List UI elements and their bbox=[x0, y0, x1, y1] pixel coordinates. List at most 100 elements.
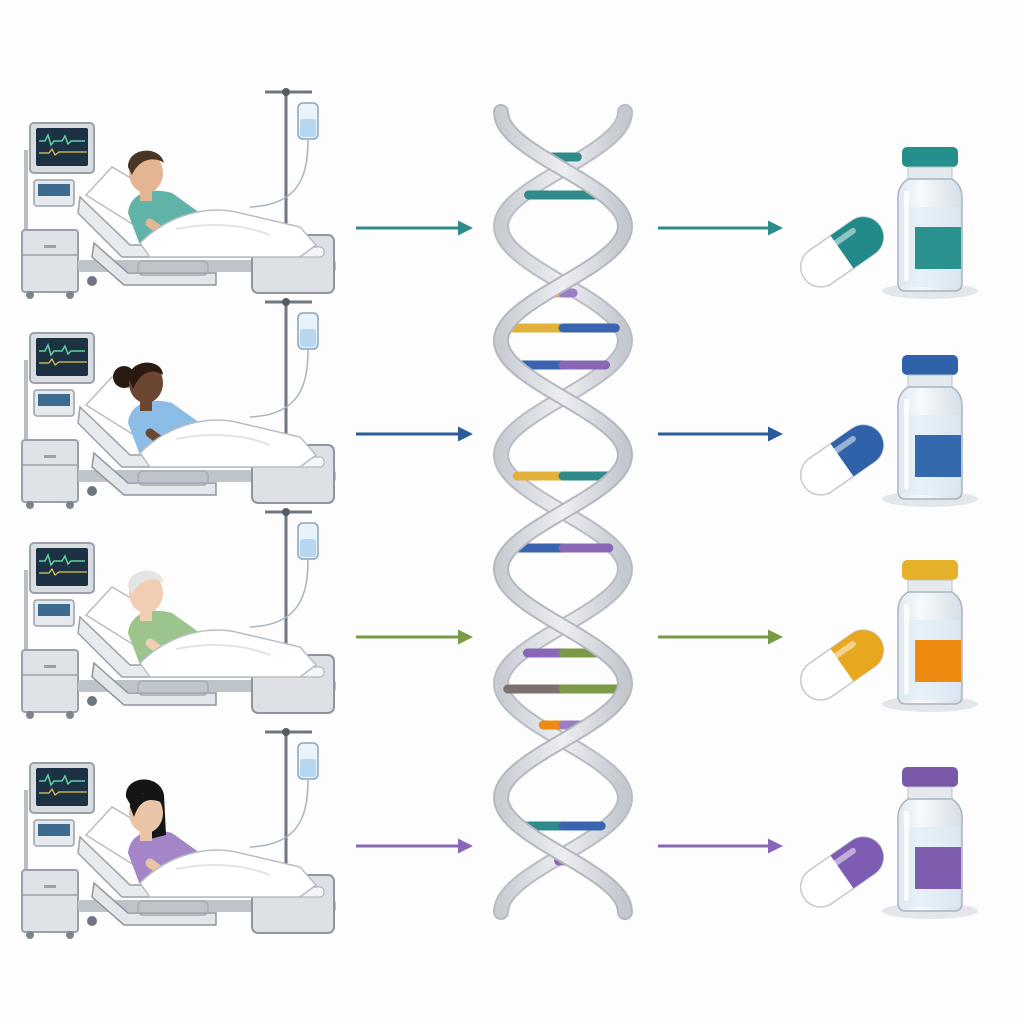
cart-handle bbox=[44, 455, 56, 458]
iv-tube bbox=[249, 558, 309, 628]
ecg-trace bbox=[39, 342, 85, 357]
blanket-fold bbox=[175, 864, 271, 876]
pulse-trace bbox=[39, 787, 87, 796]
iv-tube bbox=[249, 348, 309, 418]
pulse-trace bbox=[39, 357, 87, 366]
iv-fluid bbox=[300, 119, 316, 137]
cart-wheel bbox=[26, 931, 34, 939]
cart-wheel bbox=[26, 291, 34, 299]
iv-pole-knob bbox=[282, 298, 290, 306]
pump-display bbox=[38, 394, 70, 406]
blanket bbox=[139, 849, 318, 898]
blanket-fold bbox=[175, 644, 271, 656]
pump-display bbox=[38, 604, 70, 616]
cart-cabinet bbox=[21, 439, 79, 503]
iv-fluid bbox=[300, 539, 316, 557]
rail-bars bbox=[137, 260, 209, 276]
blanket bbox=[139, 419, 318, 468]
bed-wheel bbox=[87, 916, 97, 926]
capsule-cap bbox=[830, 837, 884, 889]
cart-wheel bbox=[66, 291, 74, 299]
capsule-icon-purple bbox=[799, 836, 885, 908]
dna-backbone-right bbox=[494, 106, 632, 918]
patient-figure bbox=[113, 362, 318, 468]
capsule-icon-blue bbox=[799, 424, 885, 496]
patient-figure bbox=[125, 779, 318, 898]
vial-label bbox=[915, 640, 961, 682]
vial-shine bbox=[904, 604, 909, 694]
patient-rows bbox=[21, 88, 978, 939]
bed-wheel bbox=[87, 276, 97, 286]
patient-hair bbox=[128, 362, 163, 389]
iv-drip-stand-icon bbox=[249, 728, 319, 875]
ecg-trace bbox=[39, 552, 85, 567]
patient-row-blue bbox=[21, 298, 336, 509]
patient-neck bbox=[140, 831, 152, 841]
capsule-cap bbox=[830, 425, 884, 477]
capsule-icon-teal bbox=[799, 216, 885, 288]
cart-cabinet bbox=[21, 869, 79, 933]
iv-tube bbox=[249, 778, 309, 848]
patient-hair bbox=[128, 150, 164, 175]
patient-figure bbox=[128, 150, 318, 258]
blanket bbox=[139, 629, 318, 678]
monitor-pole bbox=[24, 570, 28, 665]
capsule-shine bbox=[805, 435, 856, 473]
iv-fluid bbox=[300, 329, 316, 347]
patient-neck bbox=[140, 191, 152, 201]
rail-bars bbox=[137, 680, 209, 696]
bedside-monitor-icon bbox=[21, 542, 95, 719]
pump-display bbox=[38, 824, 70, 836]
vial-cap bbox=[902, 355, 958, 375]
bedside-monitor-icon bbox=[21, 762, 95, 939]
vial-shine bbox=[904, 191, 909, 281]
iv-drip-stand-icon bbox=[249, 298, 319, 445]
monitor-screen bbox=[36, 128, 88, 166]
vial-neck bbox=[907, 374, 953, 388]
capsule-cap bbox=[830, 630, 884, 682]
vial-cap bbox=[902, 560, 958, 580]
iv-tube bbox=[249, 138, 309, 208]
patient-figure bbox=[128, 570, 318, 678]
cart-cabinet bbox=[21, 649, 79, 713]
monitor-pole bbox=[24, 360, 28, 455]
bedside-monitor-icon bbox=[21, 122, 95, 299]
vial-label bbox=[915, 847, 961, 889]
vial-neck bbox=[907, 786, 953, 800]
vial-icon-blue bbox=[882, 355, 978, 507]
pump-display bbox=[38, 184, 70, 196]
vial-label bbox=[915, 435, 961, 477]
iv-pole-knob bbox=[282, 88, 290, 96]
iv-fluid bbox=[300, 759, 316, 777]
rail-bars bbox=[137, 900, 209, 916]
blanket-fold bbox=[175, 434, 271, 446]
capsule-cap bbox=[830, 217, 884, 269]
pulse-trace bbox=[39, 567, 87, 576]
patient-hair bbox=[128, 570, 164, 595]
cart-handle bbox=[44, 885, 56, 888]
capsule-shine bbox=[805, 847, 856, 885]
vial-shine bbox=[904, 399, 909, 489]
vial-label bbox=[915, 227, 961, 269]
bed-wheel bbox=[87, 696, 97, 706]
cart-cabinet bbox=[21, 229, 79, 293]
vial-neck bbox=[907, 579, 953, 593]
blanket-fold bbox=[175, 224, 271, 236]
cart-wheel bbox=[66, 931, 74, 939]
capsule-shine bbox=[805, 227, 856, 265]
monitor-pole bbox=[24, 150, 28, 245]
patient-neck bbox=[140, 401, 152, 411]
cart-wheel bbox=[26, 501, 34, 509]
vial-shine bbox=[904, 811, 909, 901]
cart-wheel bbox=[66, 501, 74, 509]
capsule-icon-green bbox=[799, 629, 885, 701]
bedside-monitor-icon bbox=[21, 332, 95, 509]
iv-pole-knob bbox=[282, 728, 290, 736]
iv-drip-stand-icon bbox=[249, 88, 319, 235]
monitor-screen bbox=[36, 548, 88, 586]
patient-row-teal bbox=[21, 88, 336, 299]
vial-neck bbox=[907, 166, 953, 180]
pulse-trace bbox=[39, 147, 87, 156]
cart-wheel bbox=[26, 711, 34, 719]
cart-handle bbox=[44, 665, 56, 668]
